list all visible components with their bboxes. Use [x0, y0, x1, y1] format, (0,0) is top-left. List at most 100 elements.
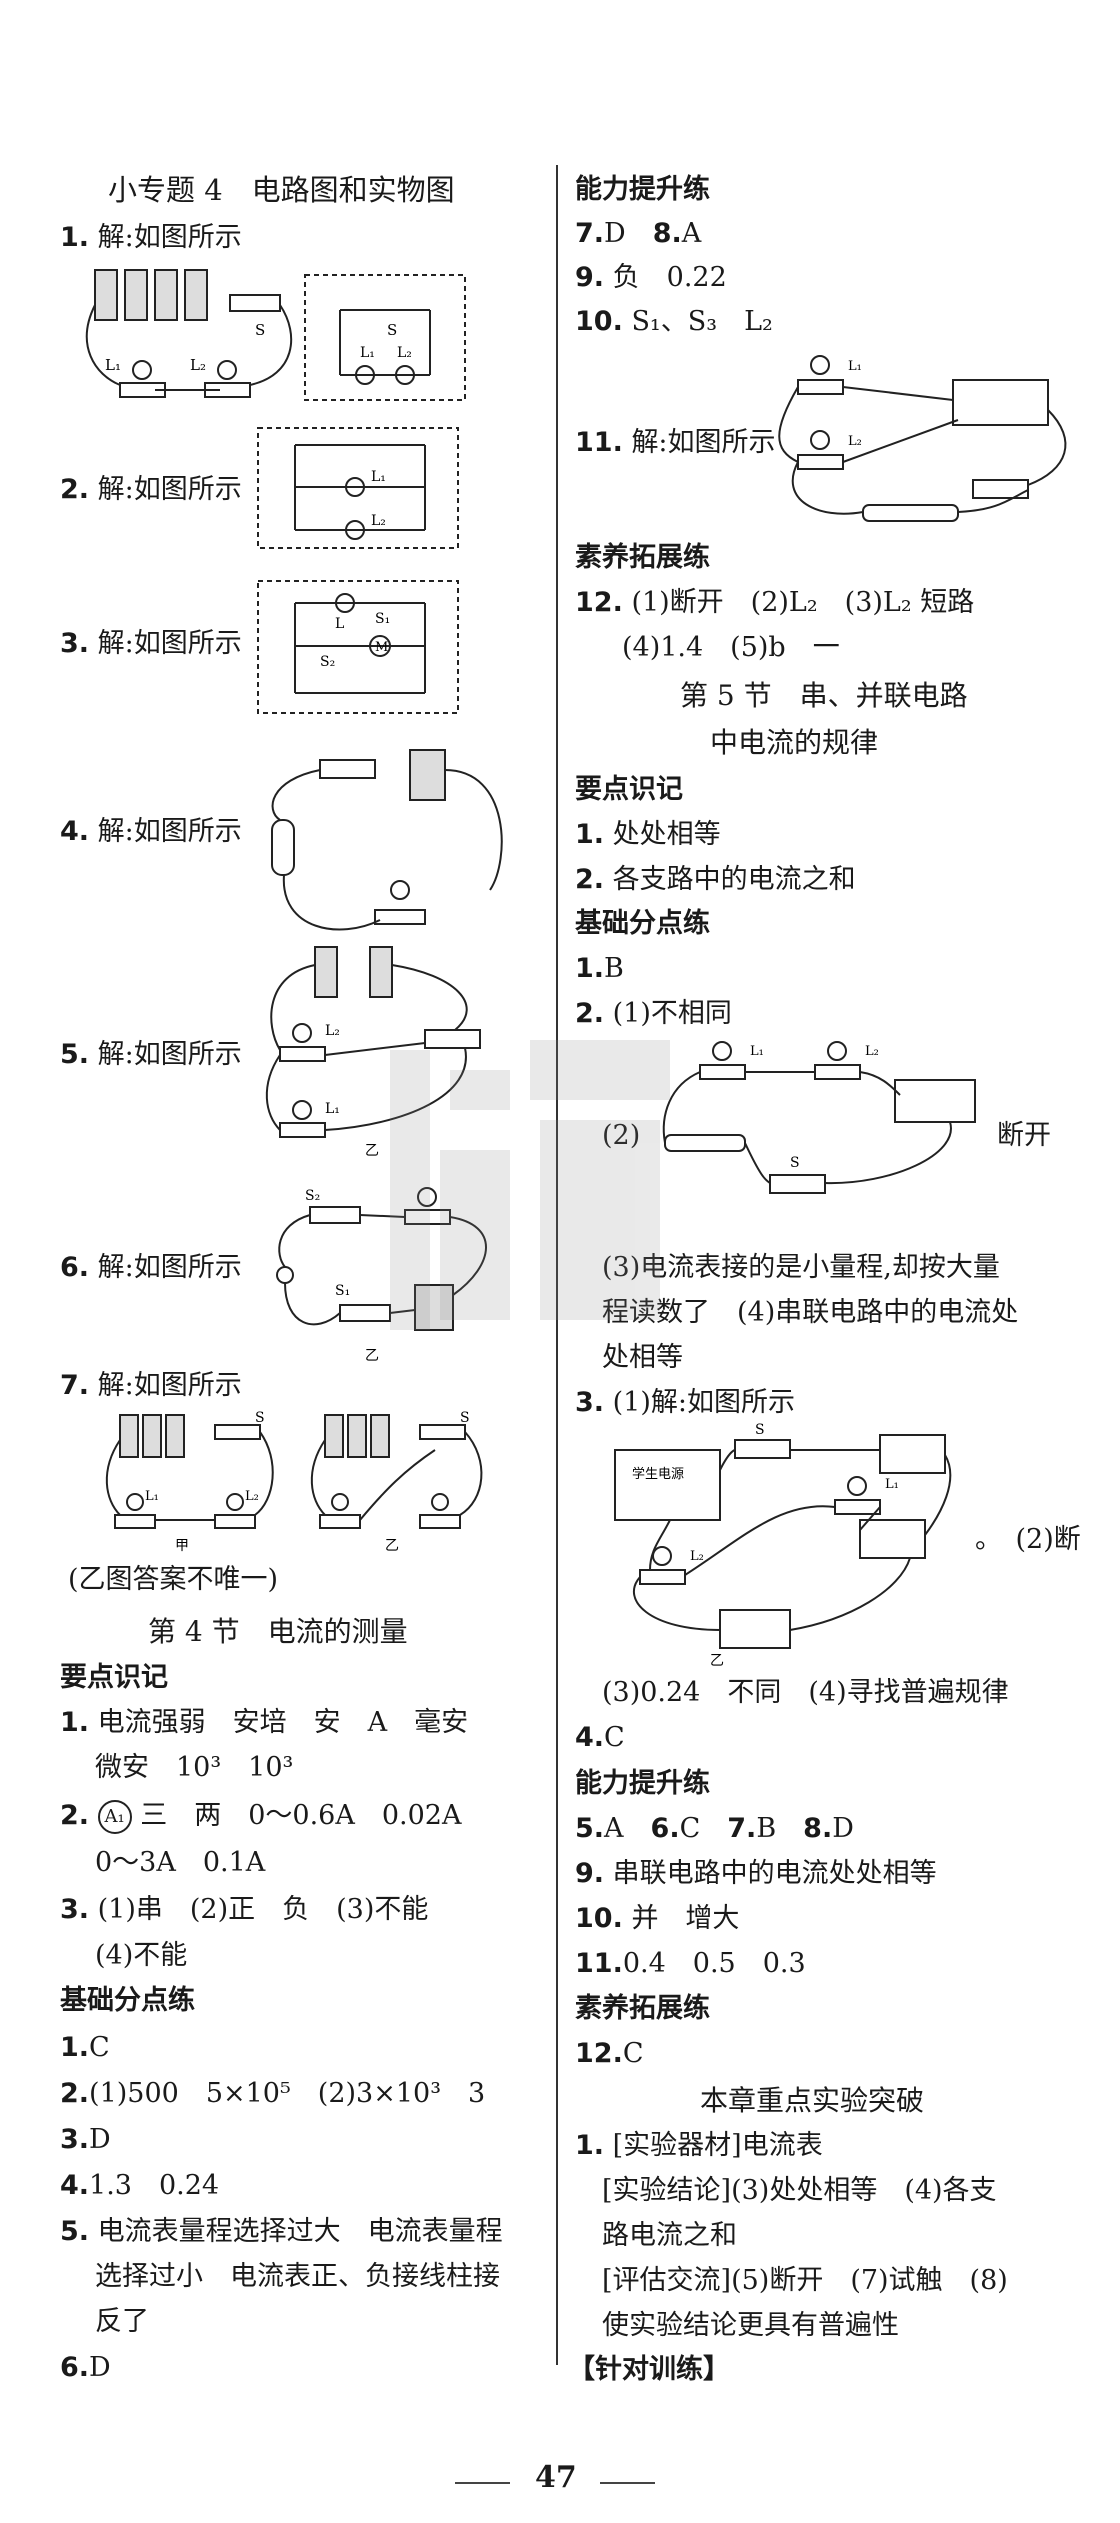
watermark-logo — [390, 1040, 670, 1330]
q3-label-m: M — [375, 640, 388, 655]
q3-label-s2: S₂ — [320, 654, 335, 670]
q3-label-l: L — [335, 616, 344, 632]
y2-line-b: 0～3A 0.1A — [95, 1847, 266, 1878]
rj2-line-c: (3)电流表接的是小量程,却按大量 — [602, 1252, 1000, 1283]
b1-line-e: 使实验结论更具有普遍性 — [602, 2310, 899, 2341]
rj1-line: 1.B — [575, 953, 624, 984]
r11-physical-circuit-figure: L₁ L₂ — [778, 355, 1067, 522]
left-jichu-heading: 基础分点练 — [60, 1985, 195, 2016]
q7-yi-label-s: S — [460, 1410, 470, 1426]
s12-line: 12.C — [575, 2038, 644, 2069]
n9-line: 9. 串联电路中的电流处处相等 — [575, 1858, 937, 1889]
n11-line: 11.0.4 0.5 0.3 — [575, 1948, 806, 1979]
q1-schematic-l1: L₁ — [360, 345, 375, 361]
n5-n8-line: 5.A 6.C 7.B 8.D — [575, 1813, 854, 1844]
q7-physical-circuit-figures: S S L₁ L₂ 甲 乙 — [105, 1410, 483, 1554]
r11-label-l1: L₁ — [848, 359, 862, 374]
q1-label-l1: L₁ — [105, 356, 121, 374]
rj3-label-l1: L₁ — [885, 1477, 899, 1492]
rj2-line-b: (2) — [602, 1118, 640, 1154]
rj4-line: 4.C — [575, 1722, 625, 1753]
rj3-line-a: 3. (1)解:如图所示 — [575, 1387, 795, 1418]
rj3-line-tail: 。 (2)断 — [975, 1524, 1081, 1555]
q1-schematic-l2: L₂ — [397, 345, 412, 361]
q7-jia-label-l2: L₂ — [245, 1489, 259, 1504]
rj3-label-yi: 乙 — [710, 1653, 724, 1669]
rj3-line-b: (3)0.24 不同 (4)寻找普遍规律 — [602, 1677, 1009, 1708]
r7-r8-line: 7.D 8.A — [575, 218, 702, 249]
rj2-label-l2: L₂ — [865, 1044, 879, 1059]
rj3-label-s: S — [755, 1422, 765, 1438]
right-nengli-heading: 能力提升练 — [575, 174, 710, 205]
q2-schematic-figure: L₁ L₂ — [257, 427, 459, 549]
j5-line-a: 5. 电流表量程选择过大 电流表量程 — [60, 2216, 503, 2247]
q7-jia-label-l1: L₁ — [145, 1489, 159, 1504]
q5-label-l1: L₁ — [325, 1101, 340, 1117]
q3-label-s1: S₁ — [375, 611, 390, 627]
right-suyang-heading: 素养拓展练 — [575, 542, 710, 573]
left-yaodian-heading: 要点识记 — [60, 1662, 168, 1693]
y3-line-b: (4)不能 — [95, 1940, 188, 1971]
q7-line: 7. 解:如图所示 — [60, 1370, 242, 1401]
benzhang-heading: 本章重点实验突破 — [700, 2084, 925, 2117]
rj3-physical-circuit-figure: 学生电源 S L₁ L₂ 乙 — [614, 1422, 952, 1669]
left-title: 小专题 4 电路图和实物图 — [108, 173, 455, 207]
right-nengli2-heading: 能力提升练 — [575, 1768, 710, 1799]
q1-physical-circuit-figure: S L₁ L₂ S L₁ L₂ — [85, 269, 466, 401]
q1-label-s: S — [255, 321, 265, 339]
q6-label-s2: S₂ — [305, 1188, 320, 1204]
q7-note: (乙图答案不唯一) — [68, 1564, 279, 1595]
y2-line-a: 2. A₁ 三 两 0～0.6A 0.02A — [60, 1798, 461, 1834]
rj2-line-e: 处相等 — [602, 1342, 683, 1373]
q7-label-yi: 乙 — [385, 1538, 399, 1554]
right-yaodian-heading: 要点识记 — [575, 774, 683, 805]
q6-label-s1: S₁ — [335, 1283, 350, 1299]
q2-label-l2: L₂ — [371, 513, 386, 529]
ammeter-a1-symbol: A₁ — [97, 1799, 132, 1834]
right-suyang2-heading: 素养拓展练 — [575, 1993, 710, 2024]
rj2-label-s: S — [790, 1155, 800, 1171]
y1-line-b: 微安 10³ 10³ — [95, 1752, 294, 1783]
rj2-line-a: 2. (1)不相同 — [575, 998, 732, 1029]
q1-line: 1. 解:如图所示 — [60, 222, 242, 253]
rj2-physical-circuit-figure: L₁ L₂ S — [662, 1041, 976, 1194]
footer-rule-left — [455, 2482, 510, 2484]
b1-line-b: [实验结论](3)处处相等 (4)各支 — [602, 2175, 997, 2206]
column-divider — [556, 165, 558, 2365]
rj2-line-b-tail: 断开 — [997, 1120, 1051, 1151]
r11-label-l2: L₂ — [848, 434, 862, 449]
section4-heading: 第 4 节 电流的测量 — [148, 1615, 408, 1648]
section5-heading-a: 第 5 节 串、并联电路 — [680, 679, 968, 712]
ry1-line: 1. 处处相等 — [575, 819, 721, 850]
q6-line: 6. 解:如图所示 — [60, 1252, 242, 1283]
q5-label-l2: L₂ — [325, 1023, 340, 1039]
section5-heading-b: 中电流的规律 — [710, 726, 879, 759]
q6-label-yi: 乙 — [365, 1348, 379, 1364]
j2-line: 2.(1)500 5×10⁵ (2)3×10³ 3 — [60, 2078, 486, 2109]
q2-line: 2. 解:如图所示 — [60, 474, 242, 505]
n10-line: 10. 并 增大 — [575, 1903, 740, 1934]
q1-label-l2: L₂ — [190, 356, 206, 374]
rj3-power-label: 学生电源 — [632, 1466, 684, 1482]
q4-physical-circuit-figure — [271, 749, 503, 931]
rj2-line-d: 程读数了 (4)串联电路中的电流处 — [602, 1297, 1019, 1328]
ry2-line: 2. 各支路中的电流之和 — [575, 864, 856, 895]
r9-line: 9. 负 0.22 — [575, 262, 727, 293]
r11-line: 11. 解:如图所示 — [575, 427, 776, 458]
rj3-label-l2: L₂ — [690, 1549, 704, 1564]
q1-schematic-s: S — [387, 321, 397, 339]
r12-line-a: 12. (1)断开 (2)L₂ (3)L₂ 短路 — [575, 587, 975, 618]
j5-line-b: 选择过小 电流表正、负接线柱接 — [95, 2261, 500, 2292]
y1-line-a: 1. 电流强弱 安培 安 A 毫安 — [60, 1707, 469, 1738]
j6-line: 6.D — [60, 2352, 111, 2383]
r10-line: 10. S₁、S₃ L₂ — [575, 306, 773, 337]
j3-line: 3.D — [60, 2124, 111, 2155]
j4-line: 4.1.3 0.24 — [60, 2170, 220, 2201]
q4-line: 4. 解:如图所示 — [60, 816, 242, 847]
right-jichu-heading: 基础分点练 — [575, 908, 710, 939]
b1-line-c: 路电流之和 — [602, 2220, 737, 2251]
y3-line-a: 3. (1)串 (2)正 负 (3)不能 — [60, 1894, 429, 1925]
q3-line: 3. 解:如图所示 — [60, 628, 242, 659]
footer-rule-right — [600, 2482, 655, 2484]
b1-line-a: 1. [实验器材]电流表 — [575, 2130, 823, 2161]
